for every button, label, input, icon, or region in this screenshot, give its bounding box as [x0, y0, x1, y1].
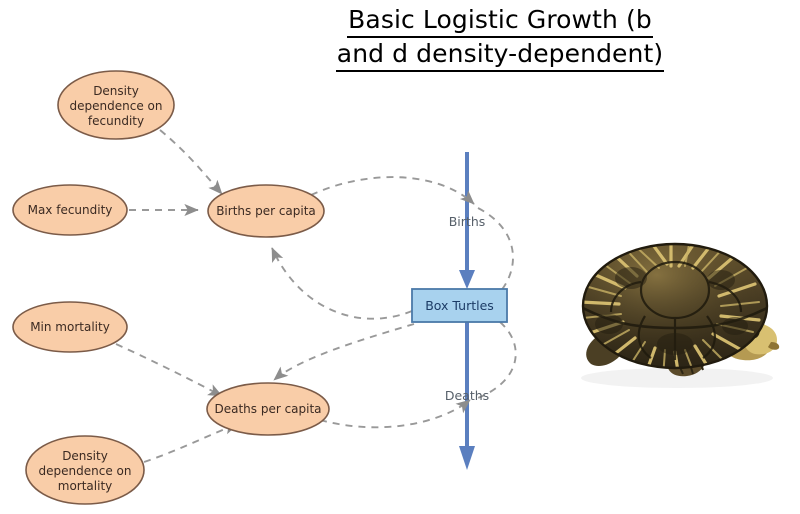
population-flow-arrow [459, 152, 475, 470]
node-box-turtles[interactable] [411, 288, 508, 323]
link-births-percapita-to-births-flow [310, 176, 475, 205]
link-boxturtles-to-births-percapita [271, 247, 413, 320]
link-boxturtles-to-deaths-percapita [273, 323, 415, 381]
node-deaths-per-capita[interactable] [206, 382, 330, 436]
link-deaths-flow-return [477, 321, 517, 399]
link-density-fecundity-to-births [159, 129, 223, 195]
box-turtle-photo [581, 242, 780, 388]
node-density-dependence-fecundity[interactable] [57, 70, 175, 140]
node-births-per-capita[interactable] [207, 184, 325, 238]
link-min-mortality-to-deaths [115, 343, 223, 397]
causal-links [115, 129, 475, 463]
node-min-mortality[interactable] [12, 301, 128, 353]
node-density-dependence-mortality[interactable] [25, 435, 145, 505]
link-density-mortality-to-deaths [143, 422, 239, 463]
causal-links-continued [477, 207, 517, 399]
link-deaths-percapita-to-deaths-flow [319, 399, 471, 429]
node-max-fecundity[interactable] [12, 184, 128, 236]
link-births-flow-return [477, 207, 514, 293]
